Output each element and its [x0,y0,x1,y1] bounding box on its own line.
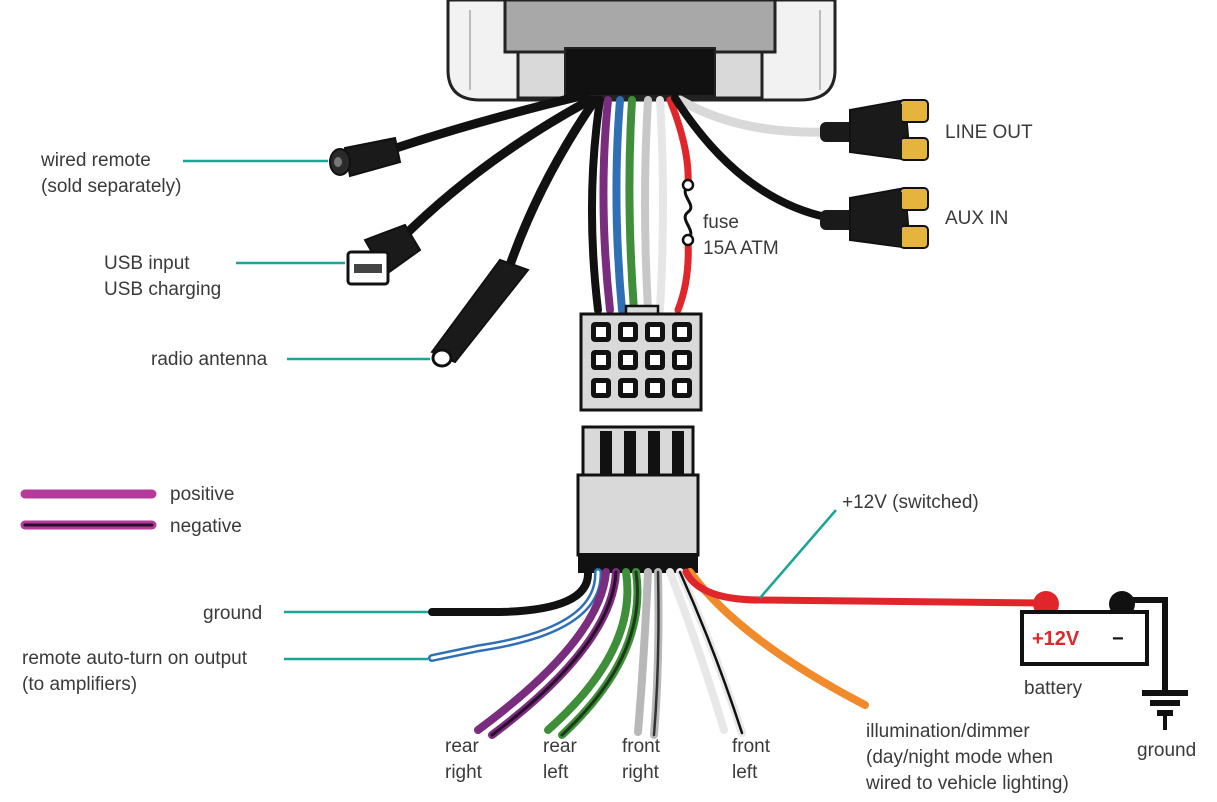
label-aux-in: AUX IN [945,208,1008,229]
label-radio-antenna: radio antenna [151,349,268,370]
leader-lines [183,159,837,661]
label-fuse-rating: 15A ATM [703,238,779,259]
usb-plug-icon [346,223,422,286]
label-front-right-1: front [622,736,661,757]
radio-antenna-icon [430,258,530,368]
label-rear-right-2: right [445,762,483,783]
label-remote-output-1: remote auto-turn on output [22,648,248,669]
label-rear-left-2: left [543,762,569,783]
line-out-rca-icon [820,98,929,162]
label-remote-output-2: (to amplifiers) [22,674,137,695]
aux-in-rca-icon [820,186,929,250]
head-unit [446,0,837,102]
label-wired-remote-2: (sold separately) [41,176,181,197]
label-illumination-1: illumination/dimmer [866,721,1030,742]
lower-wires [428,568,1049,739]
label-front-right-2: right [622,762,660,783]
harness-connector-female [579,304,703,412]
battery-minus-label: − [1112,628,1124,650]
label-rear-left-1: rear [543,736,577,757]
label-front-left-2: left [732,762,758,783]
label-rear-right-1: rear [445,736,479,757]
legend-negative-label: negative [170,516,242,537]
battery-icon [1020,591,1188,730]
label-wired-remote-1: wired remote [40,150,151,171]
fuse [681,178,695,247]
label-usb-input: USB input [104,253,190,274]
label-illumination-2: (day/night mode when [866,747,1053,768]
label-battery: battery [1024,678,1083,699]
wired-remote-jack-icon [329,136,402,178]
label-front-left-1: front [732,736,771,757]
label-fuse: fuse [703,212,739,233]
legend [20,489,157,530]
battery-plus-label: +12V [1032,628,1080,650]
upper-cables [385,90,835,314]
label-illumination-3: wired to vehicle lighting) [865,773,1069,794]
label-ground-left: ground [203,603,262,624]
legend-positive-label: positive [170,484,234,505]
label-line-out: LINE OUT [945,122,1033,143]
label-usb-charging: USB charging [104,279,221,300]
label-ground-right: ground [1137,740,1196,761]
labels: wired remote (sold separately) USB input… [22,122,1196,794]
label-12v-switched: +12V (switched) [842,492,979,513]
harness-connector-male [576,425,700,573]
